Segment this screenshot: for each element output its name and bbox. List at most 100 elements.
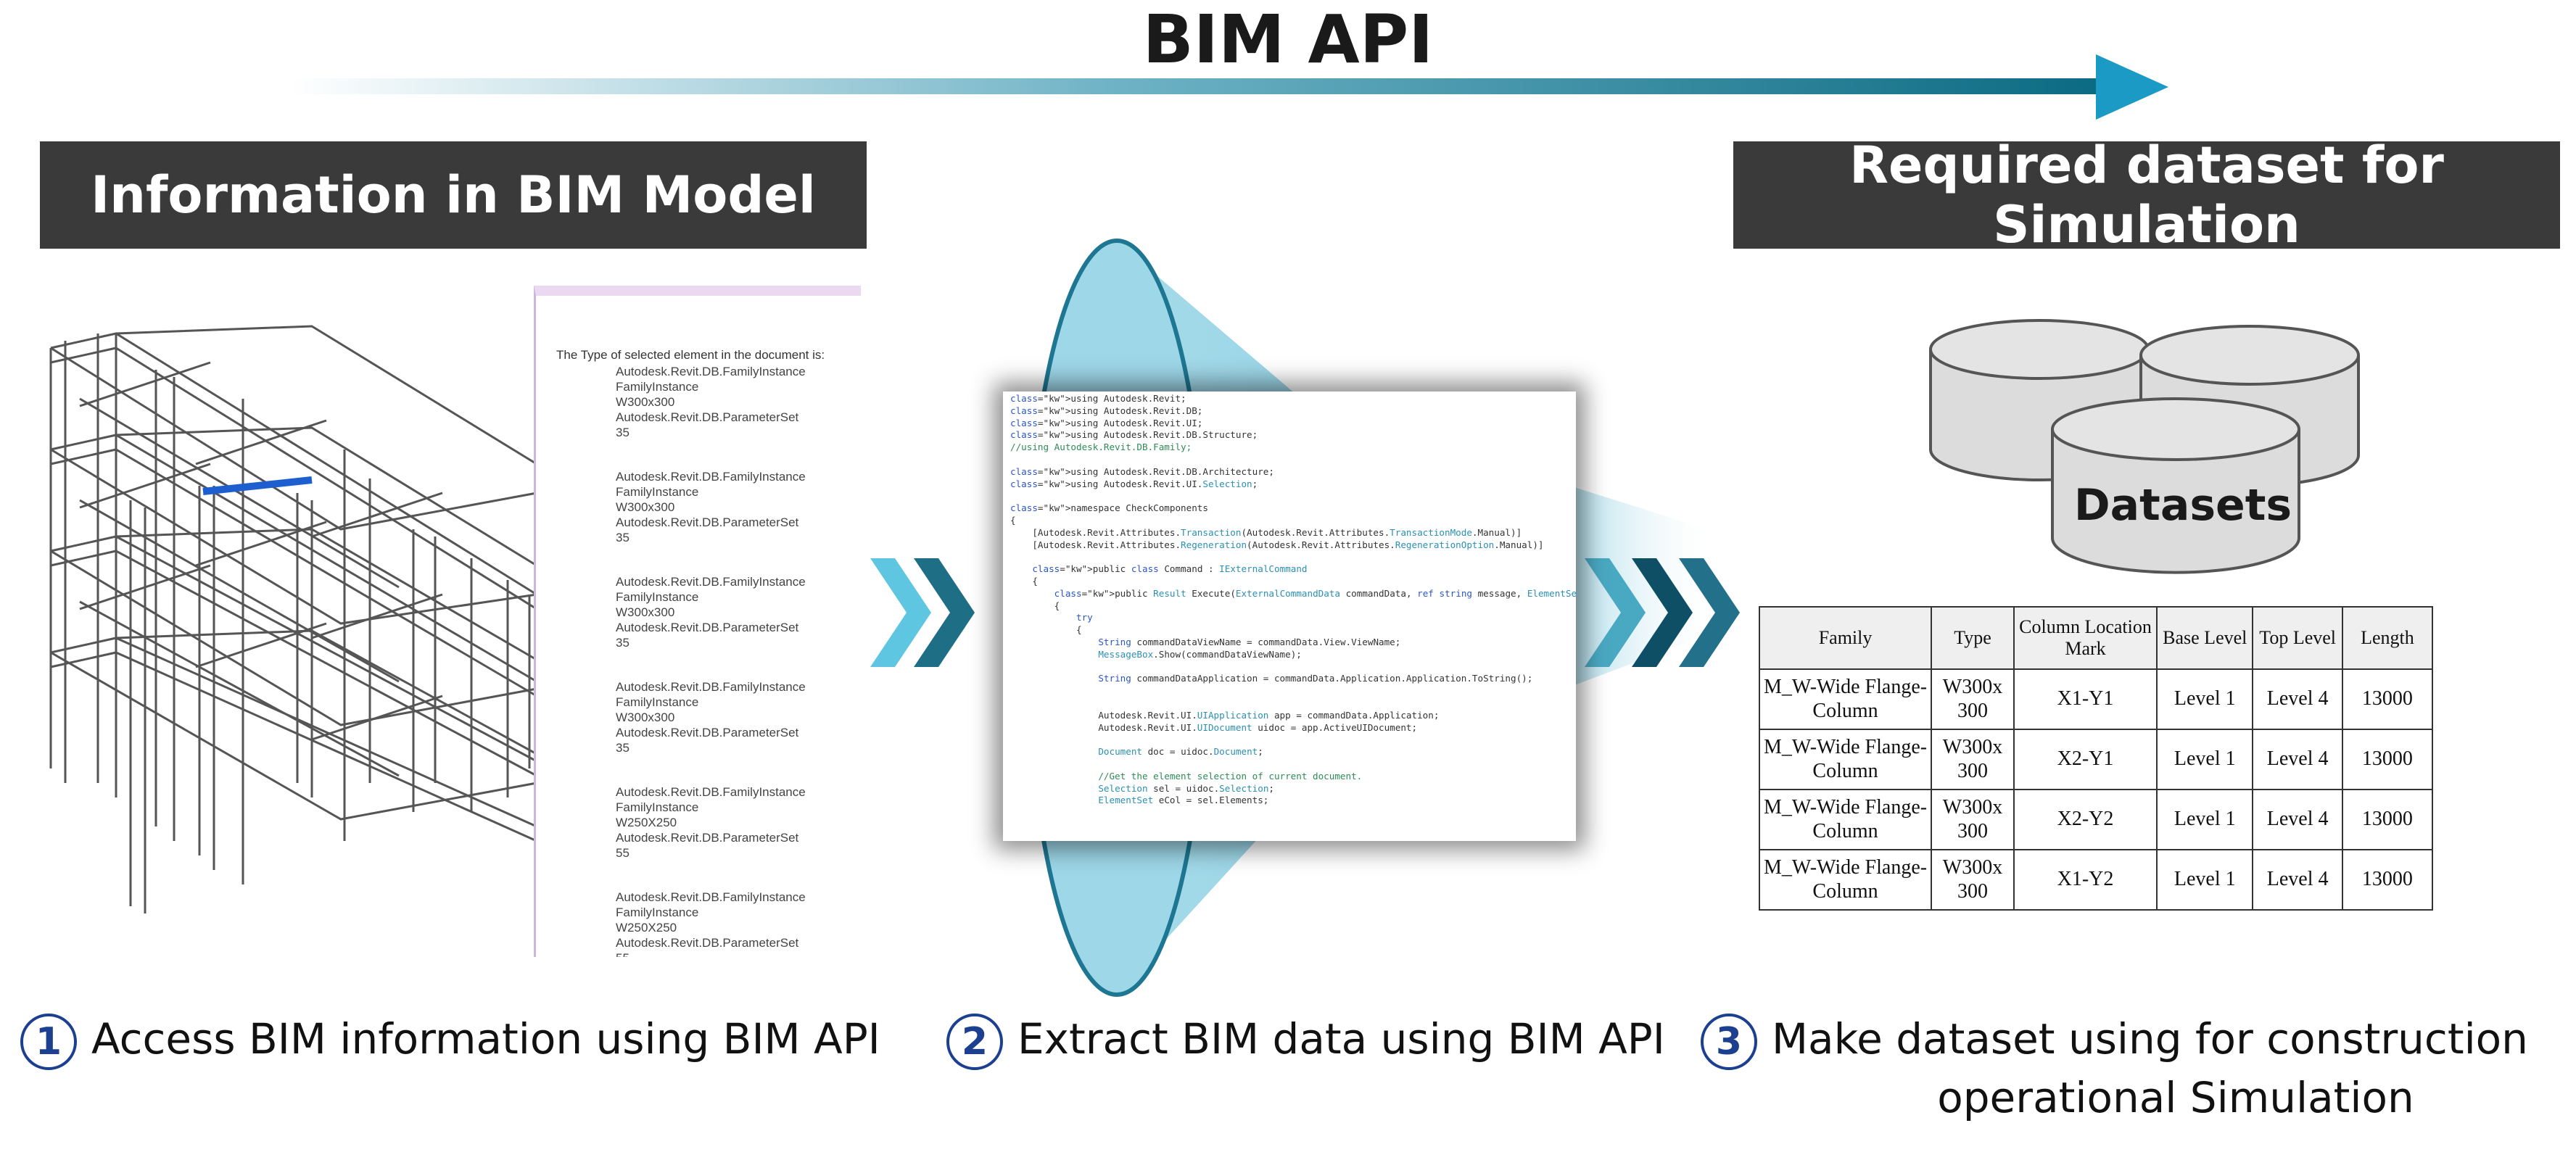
info-line: FamilyInstance — [616, 906, 699, 919]
info-line: FamilyInstance — [616, 695, 699, 709]
table-header-cell: Family — [1758, 606, 1933, 670]
table-row: M_W-Wide Flange-Column W300x 300 X2-Y1 L… — [1758, 729, 2434, 790]
table-cell: M_W-Wide Flange-Column — [1758, 789, 1933, 850]
info-line: Autodesk.Revit.DB.ParameterSet — [616, 726, 799, 739]
step-2-text: Extract BIM data using BIM API — [1017, 1014, 1665, 1064]
code-line: try — [1076, 612, 1093, 623]
diagram-title: BIM API — [1142, 1, 1434, 78]
step-1-number-icon: 1 — [20, 1014, 77, 1070]
info-line: FamilyInstance — [616, 590, 699, 604]
info-line: W300x300 — [616, 395, 675, 409]
code-line: { — [1010, 575, 1038, 587]
simulation-dataset-table: Family Type Column Location Mark Base Le… — [1758, 606, 2434, 911]
info-line: Autodesk.Revit.DB.ParameterSet — [616, 410, 799, 424]
table-cell: W300x 300 — [1931, 668, 2015, 730]
table-header-cell: Base Level — [2156, 606, 2254, 670]
table-cell: Level 4 — [2252, 789, 2343, 850]
table-cell: 13000 — [2341, 729, 2434, 790]
info-line: Autodesk.Revit.DB.FamilyInstance — [616, 680, 806, 694]
table-header-row: Family Type Column Location Mark Base Le… — [1758, 606, 2434, 670]
header-required-dataset: Required dataset for Simulation — [1733, 136, 2560, 254]
step-3-number-icon: 3 — [1701, 1014, 1757, 1070]
step-2-number-icon: 2 — [946, 1014, 1003, 1070]
info-line: Autodesk.Revit.DB.ParameterSet — [616, 621, 799, 634]
info-line: FamilyInstance — [616, 800, 699, 814]
table-cell: Level 1 — [2156, 668, 2254, 730]
code-line: String commandDataApplication = commandD… — [1098, 673, 1533, 684]
info-line: W300x300 — [616, 605, 675, 619]
table-header-cell: Type — [1931, 606, 2015, 670]
api-source-code: class="kw">using Autodesk.Revit;class="k… — [1010, 393, 1576, 807]
info-line: 35 — [616, 741, 629, 755]
code-line — [1010, 734, 1576, 746]
step-1-text: Access BIM information using BIM API — [91, 1014, 880, 1064]
code-line: class="kw">using Autodesk.Revit; — [1010, 393, 1186, 404]
chevrons-step-1-icon — [870, 558, 975, 667]
code-line: MessageBox.Show(commandDataViewName); — [1098, 648, 1302, 660]
chevrons-step-2-icon — [1585, 558, 1740, 667]
code-line: //Get the element selection of current d… — [1010, 770, 1363, 782]
selected-beam — [202, 476, 313, 495]
table-cell: Level 4 — [2252, 729, 2343, 790]
code-line: { — [1010, 624, 1082, 636]
table-row: M_W-Wide Flange-Column W300x 300 X2-Y2 L… — [1758, 789, 2434, 850]
code-line: { — [1010, 600, 1060, 611]
code-line: Autodesk.Revit.UI.UIApplication app = co… — [1010, 709, 1440, 721]
info-line: Autodesk.Revit.DB.FamilyInstance — [616, 365, 806, 378]
step-3-text-line1: Make dataset using for construction — [1772, 1014, 2528, 1064]
bim-structure-model-illustration — [49, 325, 537, 913]
code-line — [1010, 490, 1576, 502]
code-line: class="kw">using Autodesk.Revit.DB.Archi… — [1010, 465, 1274, 477]
table-cell: Level 4 — [2252, 668, 2343, 730]
table-cell: Level 4 — [2252, 849, 2343, 911]
table-cell: 13000 — [2341, 789, 2434, 850]
api-code-panel: class="kw">using Autodesk.Revit;class="k… — [1003, 391, 1576, 841]
code-line: Selection sel = uidoc.Selection; — [1098, 782, 1274, 794]
table-header-cell: Top Level — [2252, 606, 2343, 670]
table-cell: X1-Y2 — [2012, 849, 2158, 911]
info-line: Autodesk.Revit.DB.FamilyInstance — [616, 575, 806, 589]
code-line: [Autodesk.Revit.Attributes.Regeneration(… — [1010, 539, 1544, 550]
code-line — [1010, 685, 1576, 697]
code-line: class="kw">using Autodesk.Revit.DB.Struc… — [1010, 429, 1258, 441]
code-line: class="kw">namespace CheckComponents — [1010, 502, 1208, 514]
datasets-label: Datasets — [2073, 480, 2292, 531]
bim-api-arrow — [290, 54, 2168, 120]
code-line: class="kw">public Result Execute(Externa… — [1054, 587, 1576, 599]
table-header-cell: Length — [2341, 606, 2434, 670]
table-cell: X1-Y1 — [2012, 668, 2158, 730]
code-line — [1010, 758, 1576, 771]
info-line: FamilyInstance — [616, 380, 699, 394]
info-line: Autodesk.Revit.DB.FamilyInstance — [616, 470, 806, 484]
code-line: //using Autodesk.Revit.DB.Family; — [1010, 442, 1192, 453]
step-2-caption: 2 Extract BIM data using BIM API — [946, 1014, 1665, 1070]
info-line: Autodesk.Revit.DB.FamilyInstance — [616, 890, 806, 904]
info-line: FamilyInstance — [616, 485, 699, 499]
table-header-cell: Column Location Mark — [2012, 606, 2158, 670]
info-line: W300x300 — [616, 710, 675, 724]
code-line: ElementSet eCol = sel.Elements; — [1098, 795, 1269, 806]
info-line: W250X250 — [616, 816, 677, 829]
code-line — [1010, 551, 1576, 563]
code-line: Document doc = uidoc.Document; — [1098, 746, 1263, 758]
header-info-in-bim-model: Information in BIM Model — [40, 141, 867, 249]
code-line — [1010, 697, 1576, 710]
code-line: Autodesk.Revit.UI.UIDocument uidoc = app… — [1010, 721, 1418, 733]
info-line: 35 — [616, 531, 629, 544]
info-line: W300x300 — [616, 500, 675, 514]
table-cell: W300x 300 — [1931, 789, 2015, 850]
info-line: Autodesk.Revit.DB.ParameterSet — [616, 936, 799, 950]
table-cell: Level 1 — [2156, 849, 2254, 911]
code-line — [1010, 454, 1576, 466]
info-line: Autodesk.Revit.DB.FamilyInstance — [616, 785, 806, 799]
code-line: class="kw">using Autodesk.Revit.UI.Selec… — [1010, 478, 1258, 489]
code-line: class="kw">using Autodesk.Revit.DB; — [1010, 405, 1203, 416]
table-cell: Level 1 — [2156, 789, 2254, 850]
